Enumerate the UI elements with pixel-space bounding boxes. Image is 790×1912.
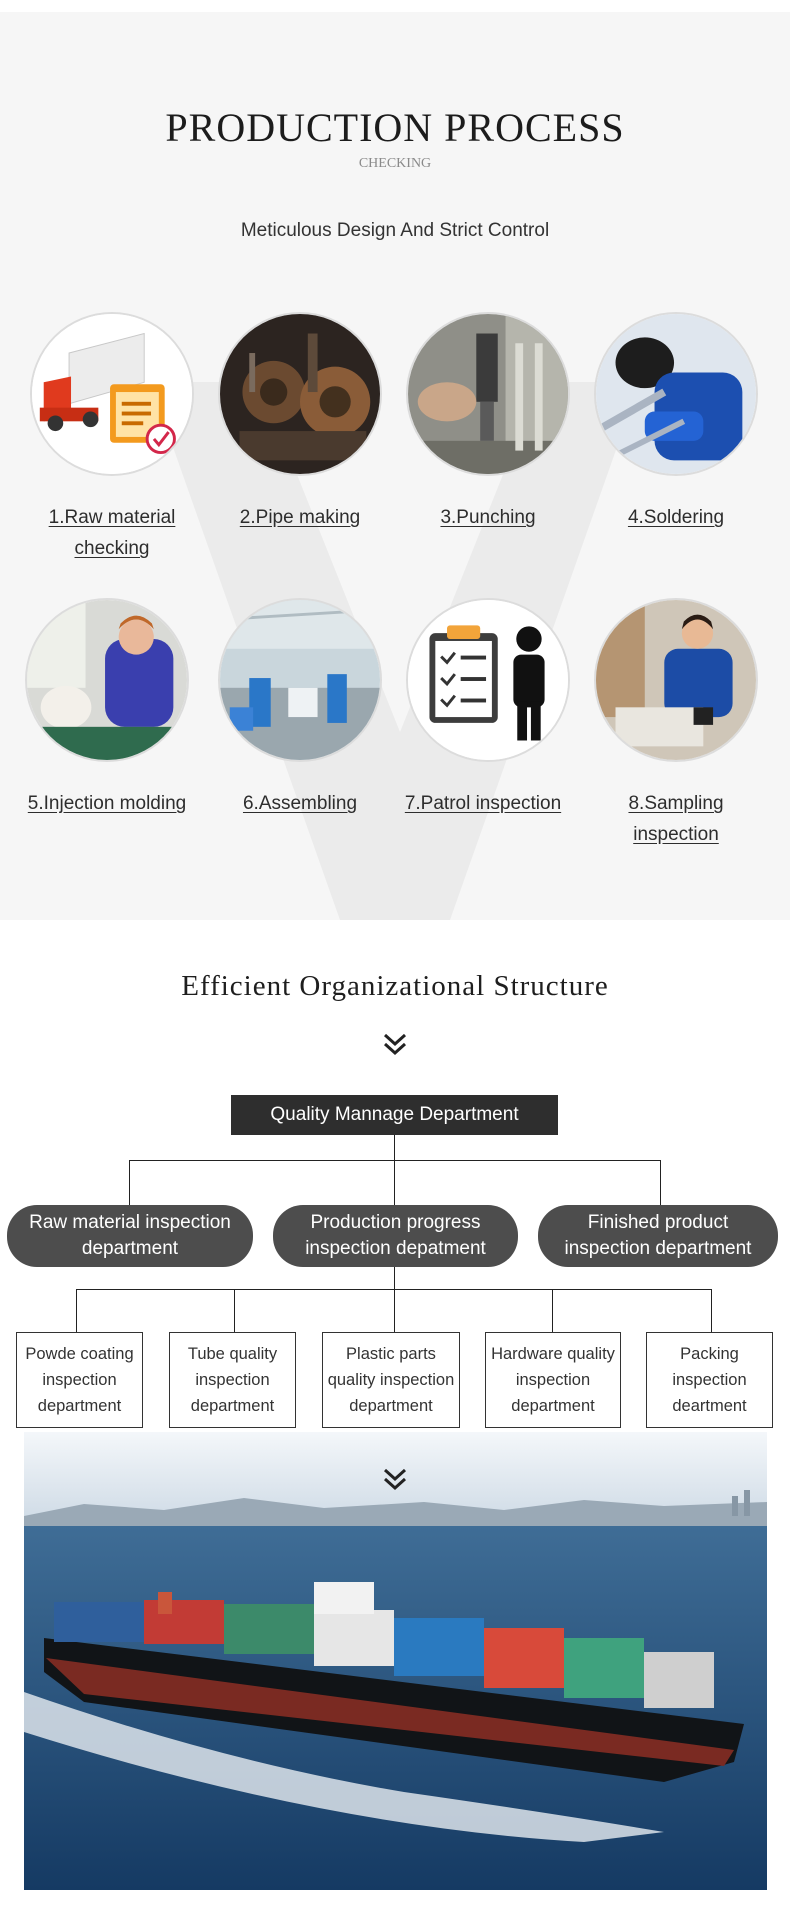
container-ship-image [24,1432,767,1890]
connector-line [76,1289,712,1290]
connector-line [76,1289,77,1332]
soldering-photo [596,314,756,474]
connector-line [394,1135,395,1205]
double-chevron-down-icon [383,1033,407,1056]
tagline: Meticulous Design And Strict Control [240,220,550,241]
background-v-watermark [150,382,640,920]
page-title: PRODUCTION PROCESS [165,105,625,150]
step-4-label[interactable]: 4.Soldering [627,507,725,528]
org-title: Efficient Organizational Structure [181,970,609,1002]
containers [54,1600,714,1708]
pipe-making-image [218,312,382,476]
connector-line [660,1160,661,1205]
step-3-label[interactable]: 3.Punching [440,507,536,528]
connector-line [129,1160,130,1205]
quality-manage-department-box: Quality Mannage Department [231,1095,558,1135]
production-process-section: PRODUCTION PROCESS CHECKING Meticulous D… [0,12,790,920]
step-5-label[interactable]: 5.Injection molding [27,793,187,814]
assembling-image [218,598,382,762]
injection-molding-image [25,598,189,762]
factory-floor-photo [220,600,380,760]
truck-checklist-icon [32,314,192,474]
connector-line [234,1289,235,1332]
sampling-worker-photo [596,600,756,760]
raw-material-image [30,312,194,476]
punching-photo [408,314,568,474]
double-chevron-down-icon [383,1468,407,1491]
connector-line [394,1267,395,1332]
punching-image [406,312,570,476]
pipe-machine-photo [220,314,380,474]
connector-line [129,1160,661,1161]
step-6-label[interactable]: 6.Assembling [242,793,358,814]
connector-line [711,1289,712,1332]
clipboard-person-icon [408,600,568,760]
step-7-label[interactable]: 7.Patrol inspection [404,793,562,814]
connector-line [552,1289,553,1332]
patrol-inspection-image [406,598,570,762]
step-2-label[interactable]: 2.Pipe making [239,507,361,528]
sampling-inspection-image [594,598,758,762]
soldering-image [594,312,758,476]
page-subtitle: CHECKING [358,156,432,171]
injection-worker-photo [27,600,187,760]
